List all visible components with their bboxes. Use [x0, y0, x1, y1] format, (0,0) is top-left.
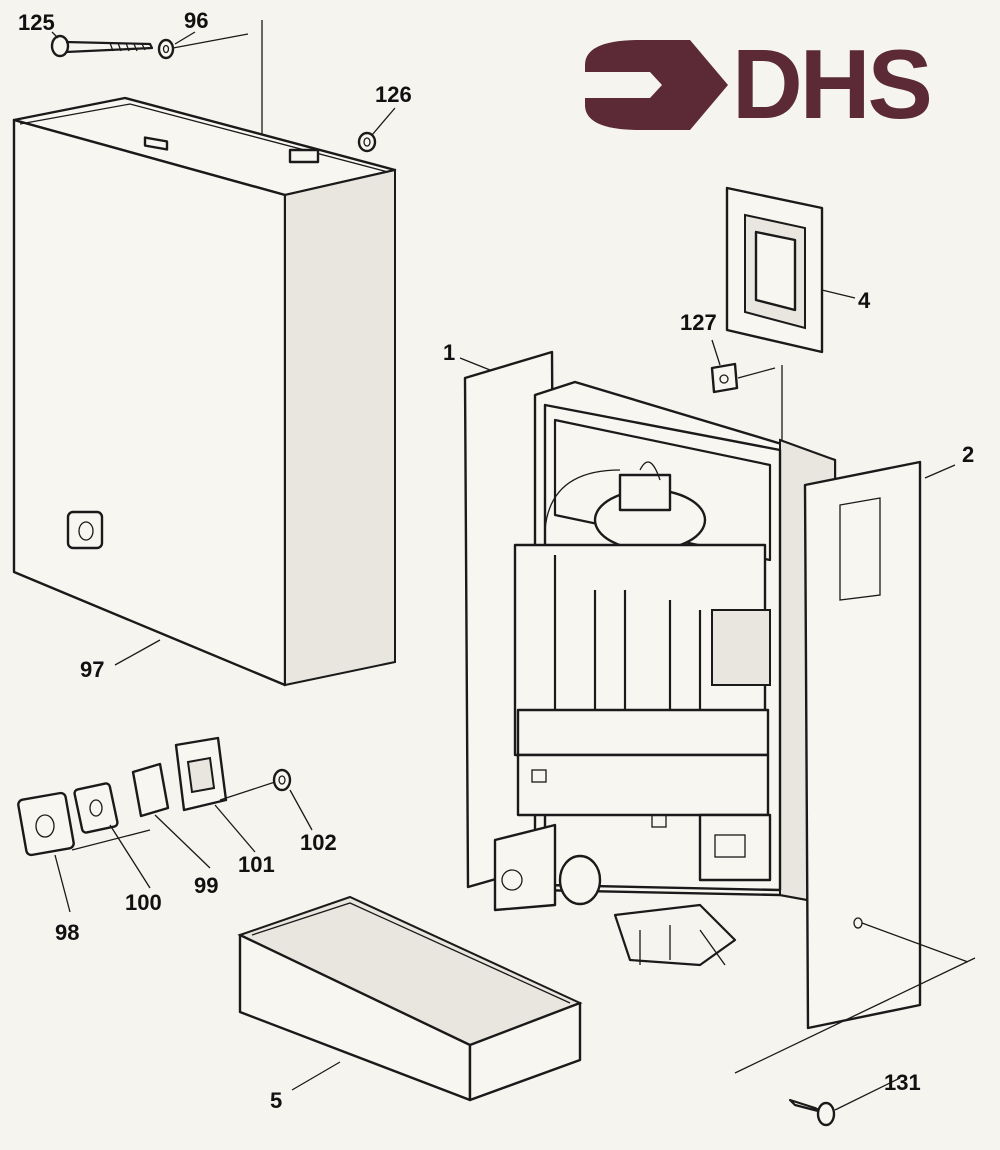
label-2: 2: [962, 442, 974, 467]
label-98: 98: [55, 920, 79, 945]
label-99: 99: [194, 873, 218, 898]
front-cover-97: [12, 96, 397, 687]
label-126: 126: [375, 82, 412, 107]
label-127: 127: [680, 310, 717, 335]
leader-lines-131: [734, 922, 976, 1074]
label-1: 1: [443, 340, 455, 365]
side-panel-2: [803, 460, 922, 1030]
nut-127: [710, 362, 739, 394]
screw-125: [50, 34, 154, 58]
label-5: 5: [270, 1088, 282, 1113]
base-tray-5: [237, 895, 583, 1102]
knob-surround-98: [17, 791, 75, 857]
plate-4: [725, 186, 824, 354]
leader-lines-small: [71, 781, 276, 851]
label-4: 4: [858, 288, 871, 313]
label-131: 131: [884, 1070, 921, 1095]
chassis: [493, 380, 837, 967]
label-97: 97: [80, 657, 104, 682]
logo-arrow-icon: [585, 40, 728, 130]
clip-102: [272, 768, 292, 792]
logo-text: DHS: [732, 29, 930, 139]
window-99: [131, 762, 170, 818]
label-100: 100: [125, 890, 162, 915]
screw-131: [788, 1098, 836, 1127]
leader-lines-127: [737, 365, 783, 440]
gasket-100: [73, 782, 119, 834]
dhs-logo: DHS: [585, 29, 933, 139]
label-102: 102: [300, 830, 337, 855]
label-125: 125: [18, 10, 55, 35]
bracket-101: [174, 736, 228, 812]
washer-126: [357, 131, 377, 153]
label-leaders: [51, 31, 956, 1111]
label-101: 101: [238, 852, 275, 877]
washer-96: [157, 38, 175, 60]
label-96: 96: [184, 8, 208, 33]
